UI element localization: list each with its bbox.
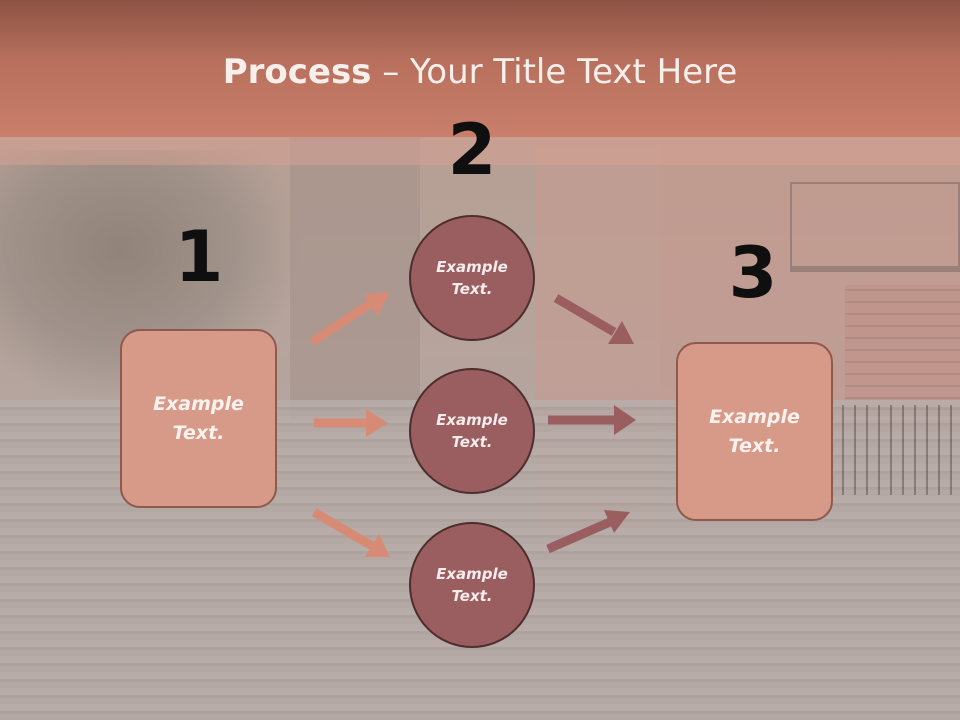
step-3-box: Example Text. — [676, 342, 833, 521]
background-balcony — [790, 182, 960, 272]
title-band-shadow — [0, 137, 960, 165]
title-rest-part: – Your Title Text Here — [371, 52, 738, 92]
arrow-1-to-middle — [314, 409, 388, 437]
circle-middle-text: Example Text. — [436, 410, 508, 452]
step-2-circle-bottom: Example Text. — [409, 522, 535, 648]
step-number-3: 3 — [728, 232, 778, 314]
step-1-box: Example Text. — [120, 329, 277, 508]
arrow-middle-to-3 — [548, 405, 636, 435]
arrow-1-to-bottom — [311, 508, 390, 557]
step-3-text: Example Text. — [709, 406, 800, 457]
slide-title: Process – Your Title Text Here — [0, 52, 960, 92]
step-number-1: 1 — [174, 216, 224, 298]
step-2-circle-middle: Example Text. — [409, 368, 535, 494]
title-bold-part: Process — [222, 52, 372, 92]
background-fence — [830, 405, 960, 495]
step-number-2: 2 — [447, 109, 497, 191]
step-1-text: Example Text. — [153, 393, 244, 444]
circle-bottom-text: Example Text. — [436, 564, 508, 606]
arrow-bottom-to-3 — [546, 510, 630, 554]
title-band — [0, 0, 960, 137]
step-2-circle-top: Example Text. — [409, 215, 535, 341]
circle-top-text: Example Text. — [436, 257, 508, 299]
arrow-1-to-top — [309, 292, 390, 346]
arrow-top-to-3 — [553, 294, 634, 344]
background-building — [290, 130, 420, 420]
